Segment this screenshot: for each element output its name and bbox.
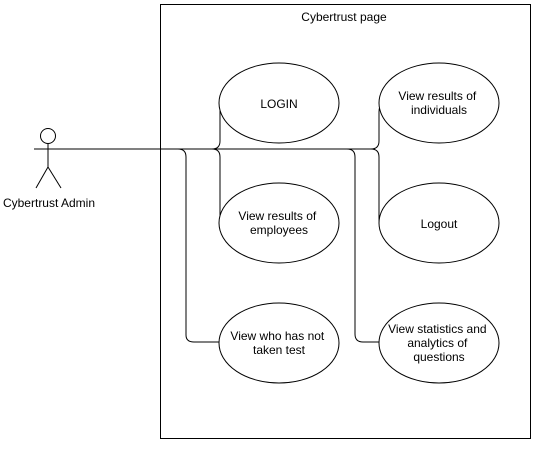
use-case-label: View results of individuals <box>398 89 479 117</box>
use-case-logout[interactable]: Logout <box>378 182 500 264</box>
use-case-label-line: View statistics and <box>388 322 487 336</box>
use-case-label: View statistics and analytics of questio… <box>388 322 490 364</box>
use-case-label-line: Logout <box>421 217 458 231</box>
use-case-label-line: View results of <box>238 209 316 223</box>
use-case-label-line: taken test <box>253 343 306 357</box>
use-case-login[interactable]: LOGIN <box>218 62 340 144</box>
use-case-label-line: analytics of <box>407 336 468 350</box>
use-case-label: LOGIN <box>260 97 297 111</box>
use-case-label: View results of employees <box>238 209 319 237</box>
use-case-ellipse <box>218 182 340 264</box>
use-case-label-line: LOGIN <box>260 97 297 111</box>
actor-label-background <box>1 195 97 210</box>
use-case-label-line: questions <box>413 350 464 364</box>
actor-right-leg <box>47 166 62 189</box>
system-boundary-title: Cybertrust page <box>301 10 387 24</box>
use-case-ellipse <box>378 302 500 384</box>
actor-icon <box>34 128 62 189</box>
use-case-view-results-individuals[interactable]: View results of individuals <box>378 62 500 144</box>
actor-head <box>40 128 56 144</box>
actor-left-leg <box>35 166 49 189</box>
use-case-label-line: View who has not <box>230 329 325 343</box>
use-case-view-statistics-analytics[interactable]: View statistics and analytics of questio… <box>378 302 500 384</box>
actor-name: Cybertrust Admin <box>3 196 95 210</box>
use-case-view-results-employees[interactable]: View results of employees <box>218 182 340 264</box>
use-case-view-who-not-taken-test[interactable]: View who has not taken test <box>218 302 340 384</box>
use-case-label-line: View results of <box>398 89 476 103</box>
use-case-label-line: individuals <box>411 103 467 117</box>
use-case-ellipse <box>218 62 340 144</box>
use-case-ellipse <box>378 182 500 264</box>
use-case-label: Logout <box>421 217 458 231</box>
use-case-label-line: employees <box>250 223 308 237</box>
association-view-statistics-analytics <box>48 148 380 343</box>
use-case-label: View who has not taken test <box>230 329 327 357</box>
use-case-ellipse <box>378 62 500 144</box>
use-case-ellipse <box>218 302 340 384</box>
